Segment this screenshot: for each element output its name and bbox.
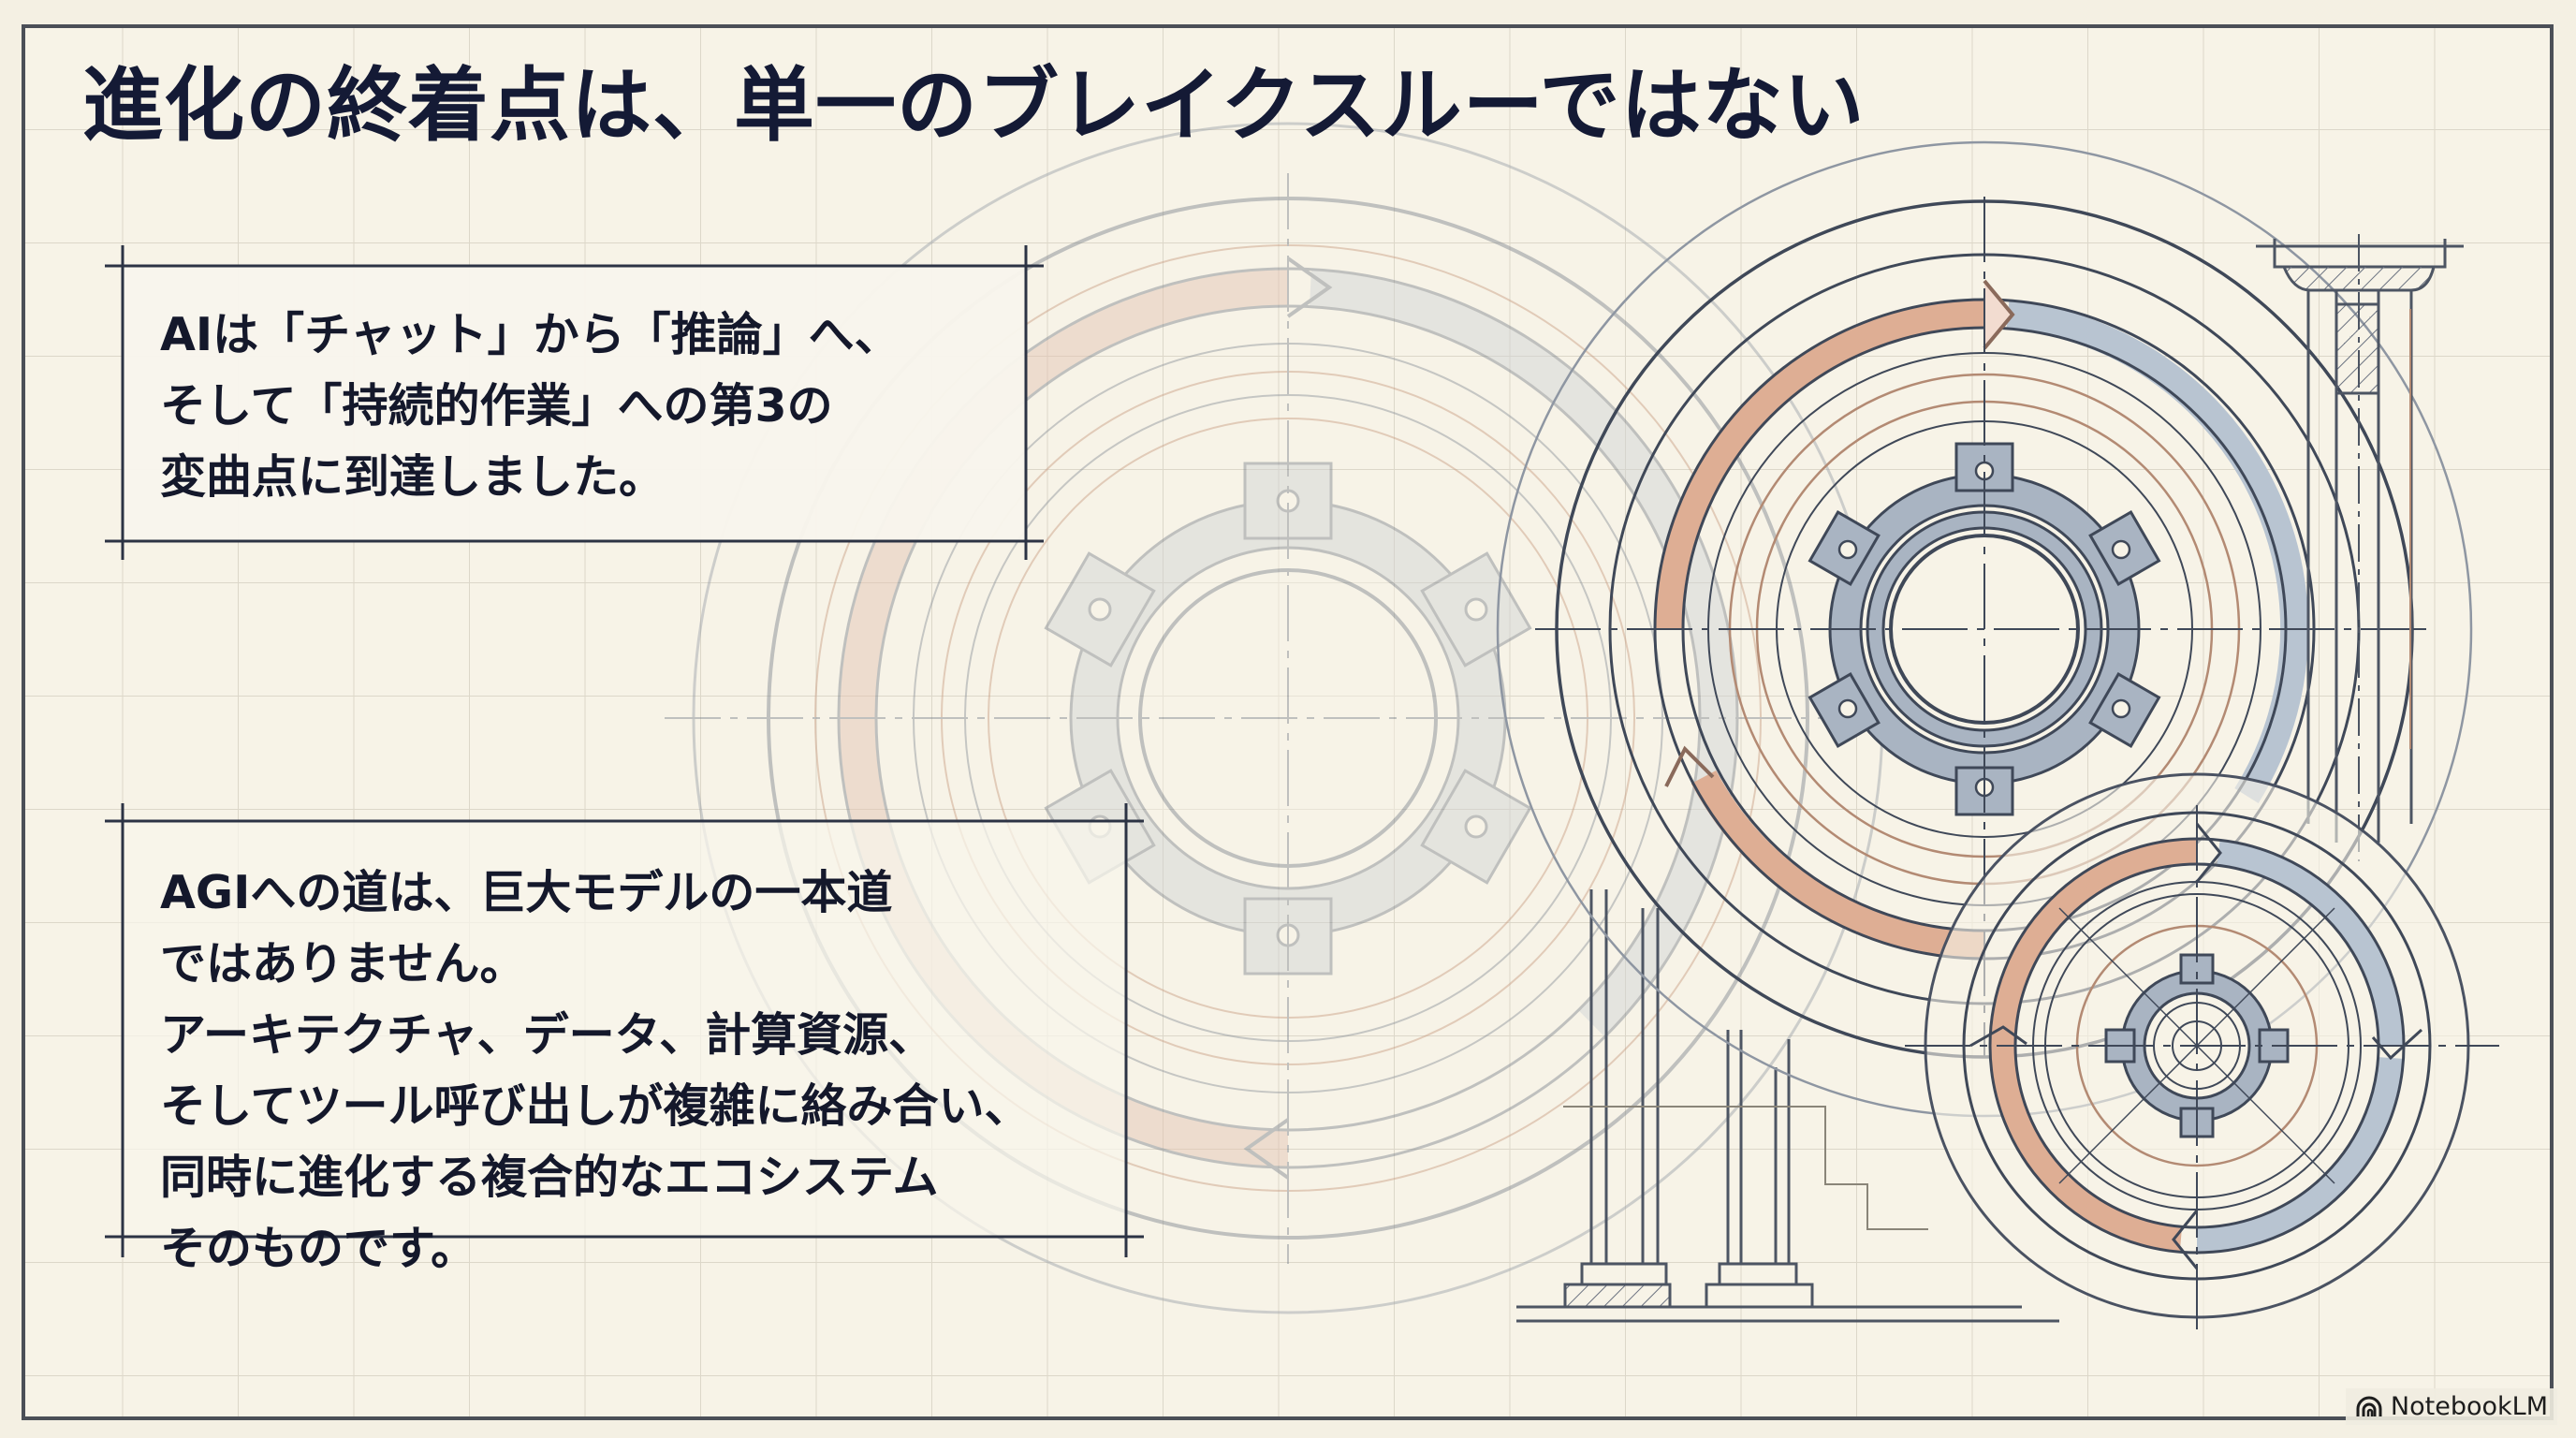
text-line: そのものです。 bbox=[160, 1222, 477, 1275]
notebooklm-watermark: NotebookLM bbox=[2345, 1388, 2557, 1425]
text-line: そしてツール呼び出しが複雑に絡み合い、 bbox=[160, 1079, 1031, 1133]
notebooklm-logo-icon bbox=[2356, 1396, 2382, 1416]
text-box-2-background bbox=[123, 821, 1126, 1237]
text-line: アーキテクチャ、データ、計算資源、 bbox=[160, 1008, 935, 1062]
watermark-label: NotebookLM bbox=[2390, 1392, 2548, 1421]
text-line: ではありません。 bbox=[160, 937, 526, 990]
column-bases bbox=[1516, 889, 2059, 1323]
text-line: そして「持続的作業」への第3の bbox=[160, 379, 833, 433]
column-drawing bbox=[2256, 234, 2464, 861]
text-box-1-background bbox=[123, 266, 1026, 541]
text-line: AIは「チャット」から「推論」へ、 bbox=[160, 308, 900, 361]
text-block-2: AGIへの道は、巨大モデルの一本道 ではありません。 アーキテクチャ、データ、計… bbox=[160, 858, 1031, 1284]
text-line: 変曲点に到達しました。 bbox=[160, 450, 666, 504]
small-gear bbox=[1905, 772, 2499, 1329]
text-line: AGIへの道は、巨大モデルの一本道 bbox=[160, 866, 893, 919]
slide-title: 進化の終着点は、単一のブレイクスルーではない bbox=[82, 59, 1866, 153]
text-block-1: AIは「チャット」から「推論」へ、 そして「持続的作業」への第3の 変曲点に到達… bbox=[160, 300, 900, 513]
outer-frame bbox=[22, 24, 2554, 1420]
text-line: 同時に進化する複合的なエコシステム bbox=[160, 1151, 939, 1204]
